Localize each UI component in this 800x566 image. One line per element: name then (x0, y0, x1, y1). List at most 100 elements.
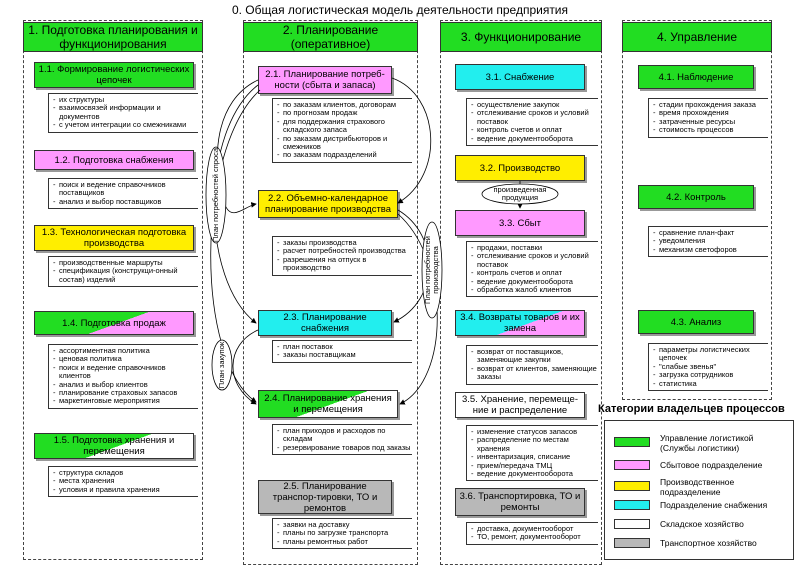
list-item: ТО, ремонт, документооборот (471, 532, 598, 542)
list-item: их структуры (53, 95, 198, 105)
list-item: по прогнозам продаж (277, 108, 412, 118)
legend-swatch-production (614, 481, 650, 491)
list-item: прием/передача ТМЦ (471, 461, 598, 471)
process-1-2: 1.2. Подготовка снабжения (34, 150, 194, 170)
list-item: производственные маршруты (53, 258, 198, 268)
list-item: структура складов (53, 468, 198, 478)
legend-label-warehouse: Складское хозяйство (660, 519, 744, 529)
process-2-4-title: 2.4. Планирование хранения и перемещения (264, 393, 392, 415)
label-plan-purchase: План закупок (217, 341, 226, 389)
process-3-6-title: 3.6. Транспортировка, ТО и ремонты (459, 491, 581, 513)
ellipse-plan-demand-left (205, 146, 227, 244)
process-2-4-list: план приходов и расходов по складам резе… (272, 424, 412, 456)
process-2-4: 2.4. Планирование хранения и перемещения (258, 390, 398, 418)
process-3-3: 3.3. Сбыт (455, 210, 585, 236)
list-item: условия и правила хранения (53, 485, 198, 495)
process-1-4-title: 1.4. Подготовка продаж (62, 317, 166, 329)
list-item: ценовая политика (53, 354, 198, 364)
legend-label-supply: Подразделение снабжения (660, 500, 768, 510)
list-item: затраченные ресурсы (653, 117, 768, 127)
column-header-3: 3. Функционирование (440, 22, 602, 52)
list-item: ведение документооборота (471, 469, 598, 479)
legend-swatch-logistics (614, 437, 650, 447)
process-2-2-list: заказы производства расчет потребностей … (272, 236, 412, 276)
list-item: для поддержания страхового складского за… (277, 117, 412, 135)
list-item: возврат от поставщиков, заменяющие закуп… (471, 347, 598, 365)
process-3-3-list: продажи, поставки отслеживание сроков и … (466, 241, 598, 298)
legend-title: Категории владельцев процессов (598, 403, 785, 415)
list-item: "слабые звенья" (653, 362, 768, 372)
list-item: статистика (653, 379, 768, 389)
process-1-1-title: 1.1. Формирование логистических цепочек (38, 64, 190, 86)
ellipse-plan-demand-right (421, 221, 443, 319)
process-3-2-title: 3.2. Производство (479, 162, 561, 174)
list-item: ведение документооборота (471, 134, 598, 144)
list-item: продажи, поставки (471, 243, 598, 253)
process-3-4: 3.4. Возвраты товаров и их замена (455, 310, 585, 336)
legend-label-logistics: Управление логистикой (Службы логистики) (660, 433, 754, 453)
legend-label-sales: Сбытовое подразделение (660, 460, 763, 470)
process-1-1-list: их структуры взаимосвязей информации и д… (48, 93, 198, 133)
list-item: контроль счетов и оплат (471, 125, 598, 135)
column-header-4: 4. Управление (622, 22, 772, 52)
process-3-1: 3.1. Снабжение (455, 64, 585, 90)
process-3-2: 3.2. Производство (455, 155, 585, 181)
diagram-title: 0. Общая логистическая модель деятельнос… (231, 3, 569, 17)
process-4-3-list: параметры логистических цепочек "слабые … (648, 343, 768, 392)
label-produced: произведенная продукция (493, 185, 547, 202)
label-plan-demand-left: План потребностей спроса (211, 147, 220, 243)
list-item: контроль счетов и оплат (471, 268, 598, 278)
process-1-4-list: ассортиментная политика ценовая политика… (48, 344, 198, 409)
process-2-1-list: по заказам клиентов, договорам по прогно… (272, 98, 412, 163)
process-2-3-title: 2.3. Планирование снабжения (283, 312, 367, 334)
list-item: ассортиментная политика (53, 346, 198, 356)
list-item: анализ и выбор поставщиков (53, 197, 198, 207)
arrow-2-1-to-2-2-right (391, 77, 432, 204)
list-item: заказы производства (277, 238, 412, 248)
list-item: доставка, документооборот (471, 524, 598, 534)
list-item: план поставок (277, 342, 412, 352)
list-item: поиск и ведение справочников поставщиков (53, 180, 198, 198)
process-4-2-list: сравнение план-факт уведомления механизм… (648, 226, 768, 258)
process-4-2: 4.2. Контроль (638, 185, 754, 209)
list-item: анализ и выбор клиентов (53, 380, 198, 390)
list-item: планирование страховых запасов (53, 388, 198, 398)
list-item: изменение статусов запасов (471, 427, 598, 437)
process-3-1-title: 3.1. Снабжение (485, 71, 555, 83)
process-2-5: 2.5. Планирование транспор-тировки, ТО и… (258, 480, 392, 514)
process-4-1-list: стадии прохождения заказа время прохожде… (648, 98, 768, 138)
list-item: параметры логистических цепочек (653, 345, 768, 363)
process-1-2-title: 1.2. Подготовка снабжения (54, 154, 174, 166)
list-item: уведомления (653, 236, 768, 246)
list-item: планы по загрузке транспорта (277, 528, 412, 538)
process-4-3: 4.3. Анализ (638, 310, 754, 334)
arrow-2-3-to-2-4 (232, 329, 259, 405)
list-item: маркетинговые мероприятия (53, 397, 198, 407)
process-3-5: 3.5. Хранение, перемеще-ние и распределе… (455, 392, 585, 418)
process-2-2: 2.2. Объемно-календарное планирование пр… (258, 190, 398, 218)
process-2-3-list: план поставок заказы поставщикам (272, 340, 412, 363)
process-4-1: 4.1. Наблюдение (638, 65, 754, 89)
list-item: инвентаризация, списание (471, 452, 598, 462)
process-2-3: 2.3. Планирование снабжения (258, 310, 392, 336)
list-item: отслеживание сроков и условий поставок (471, 252, 598, 269)
process-1-3-title: 1.3. Технологическая подготовка производ… (41, 227, 187, 249)
process-1-3: 1.3. Технологическая подготовка производ… (34, 225, 194, 251)
process-1-4: 1.4. Подготовка продаж (34, 311, 194, 335)
column-frame-2 (243, 20, 418, 565)
list-item: заявки на доставку (277, 520, 412, 530)
list-item: ведение документооборота (471, 277, 598, 287)
arrow-2-2-to-2-4 (397, 213, 438, 405)
column-header-1: 1. Подготовка планирования и функциониро… (23, 22, 203, 52)
ellipse-plan-purchase (211, 339, 233, 391)
list-item: время прохождения (653, 108, 768, 118)
process-3-4-list: возврат от поставщиков, заменяющие закуп… (466, 345, 598, 385)
list-item: возврат от клиентов, заменяющие заказы (471, 364, 598, 382)
process-1-1: 1.1. Формирование логистических цепочек (34, 62, 194, 88)
list-item: по заказам подразделений (277, 151, 412, 161)
list-item: с учетом интеграции со смежниками (53, 120, 198, 130)
process-3-1-list: осуществление закупок отслеживание сроко… (466, 98, 598, 147)
list-item: резервирование товаров под заказы (277, 443, 412, 453)
